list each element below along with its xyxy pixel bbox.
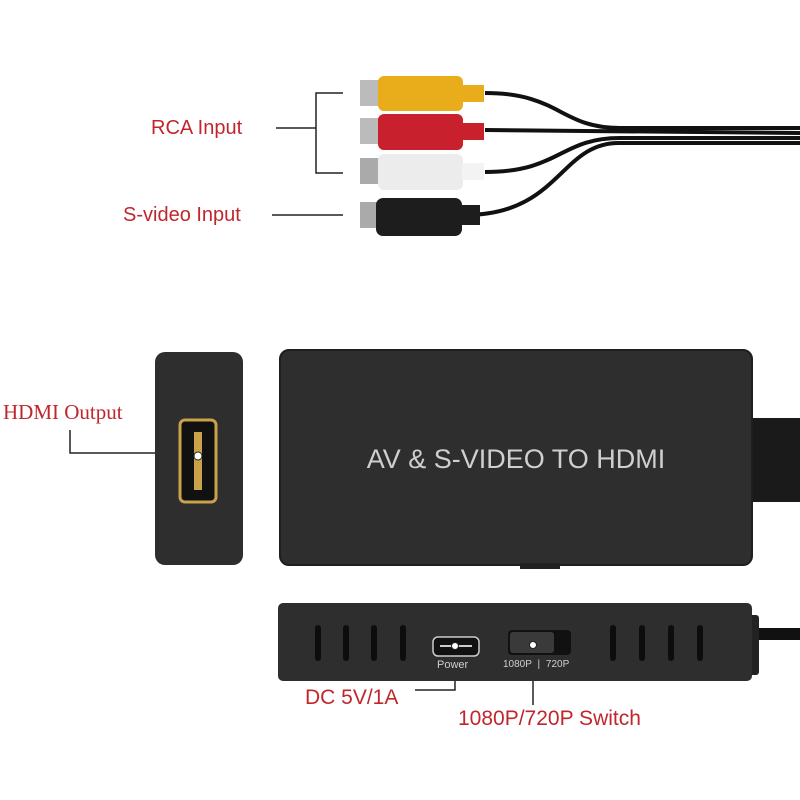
resolution-switch-label: 1080P/720P Switch bbox=[458, 707, 641, 730]
svideo-input-label: S-video Input bbox=[123, 204, 241, 226]
vent-slots bbox=[315, 625, 703, 661]
switch-label-separator: | bbox=[537, 659, 541, 670]
rca-input-label: RCA Input bbox=[151, 117, 243, 139]
resolution-switch-icon bbox=[508, 630, 571, 655]
switch-label: 1080P | 720P bbox=[503, 660, 569, 670]
cable-bundle bbox=[464, 91, 800, 217]
device-side-view bbox=[278, 603, 800, 681]
device-title: AV & S-VIDEO TO HDMI bbox=[366, 444, 666, 474]
power-port-icon bbox=[432, 636, 480, 657]
rca-white-plug bbox=[360, 154, 484, 190]
svideo-black-plug bbox=[360, 198, 480, 236]
power-port-label: Power bbox=[437, 659, 469, 671]
rca-red-plug bbox=[360, 114, 484, 150]
dc-power-label: DC 5V/1A bbox=[305, 686, 399, 709]
rca-yellow-plug bbox=[360, 76, 484, 111]
switch-label-720p: 720P bbox=[545, 659, 570, 670]
device-top-view bbox=[279, 349, 800, 569]
hdmi-end-view bbox=[155, 352, 243, 565]
hdmi-output-label: HDMI Output bbox=[3, 400, 123, 424]
switch-label-1080p: 1080P bbox=[503, 659, 532, 670]
hdmi-port-icon bbox=[178, 418, 218, 504]
